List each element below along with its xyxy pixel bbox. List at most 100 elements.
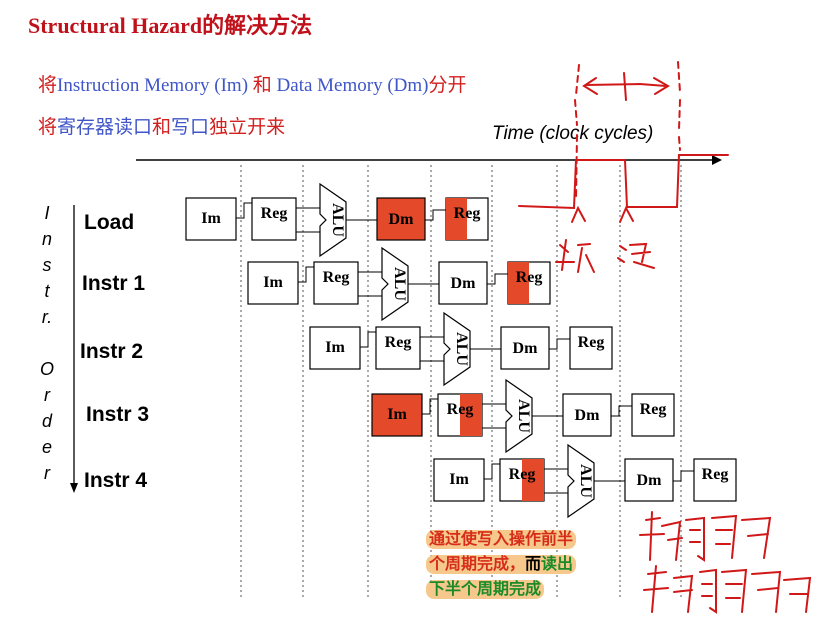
reg-read-label: Reg — [385, 334, 412, 351]
im-stage-box — [371, 393, 423, 437]
point-separate-memory: 将Instruction Memory (Im) 和 Data Memory (… — [38, 70, 467, 97]
stage-connector — [549, 338, 570, 350]
order-letter: I — [44, 203, 50, 223]
dm-stage-box — [624, 458, 674, 502]
reg-write-half-fill — [446, 198, 467, 240]
order-letter: t — [44, 281, 50, 301]
reg-read-label: Reg — [261, 205, 288, 222]
order-letter: r — [44, 463, 50, 483]
alu-stage-label: ALU — [329, 203, 346, 237]
im-stage-label: Im — [325, 339, 345, 356]
dm-stage-label: Dm — [513, 340, 539, 357]
order-axis-arrowhead — [70, 483, 78, 493]
reg-write-label: Reg — [578, 334, 605, 351]
note-line-1: 通过使写入操作前半 — [426, 530, 577, 549]
alu-stage-shape — [505, 378, 533, 454]
order-letter: n — [41, 229, 52, 249]
stage-connector — [358, 271, 382, 297]
rising-edge-arrow — [571, 205, 586, 223]
clock-waveform — [518, 154, 729, 210]
cycle-width-arrow — [585, 82, 667, 87]
arrow-tick — [623, 72, 627, 101]
dm-stage-label: Dm — [637, 472, 663, 489]
time-axis-label: Time (clock cycles) — [492, 123, 654, 144]
im-stage-box — [185, 197, 237, 241]
reg-read-label: Reg — [323, 269, 350, 286]
stage-connector — [236, 202, 252, 219]
reg-write-box — [631, 393, 675, 437]
reg-read-half-fill — [522, 459, 544, 501]
reg-write-label: Reg — [702, 466, 729, 483]
reg-write-label: Reg — [640, 401, 667, 418]
alu-stage-label: ALU — [577, 464, 594, 498]
im-stage-label: Im — [449, 471, 469, 488]
reg-read-box — [375, 326, 421, 370]
alu-stage-shape — [381, 246, 409, 322]
text-segment: 写口 — [171, 117, 210, 138]
stage-connector — [611, 405, 632, 417]
dm-stage-box — [376, 197, 426, 241]
dm-stage-label: Dm — [575, 407, 601, 424]
stage-connector — [420, 336, 444, 362]
point-separate-ports: 将寄存器读口和写口独立开来 — [38, 112, 285, 139]
order-letter: r. — [41, 307, 53, 327]
instr-label-2: Instr 2 — [80, 340, 144, 363]
hand-text-first-half — [639, 511, 772, 562]
reg-write-label: Reg — [454, 205, 481, 222]
order-letter: s — [42, 255, 52, 275]
alu-stage-label: ALU — [391, 267, 408, 301]
stage-connector — [487, 273, 508, 285]
im-stage-box — [247, 261, 299, 305]
stage-connector — [298, 266, 314, 283]
stage-connector — [360, 331, 376, 348]
alu-stage-shape — [567, 443, 595, 519]
reg-write-box — [693, 458, 737, 502]
im-stage-label: Im — [387, 406, 407, 423]
dm-stage-label: Dm — [389, 211, 415, 228]
note-line-3: 下半个周期完成 — [426, 580, 545, 599]
arrow-right-head — [653, 77, 670, 95]
arrow-left-head — [582, 77, 598, 95]
im-stage-label: Im — [263, 274, 283, 291]
im-stage-box — [433, 458, 485, 502]
reg-read-box — [313, 261, 359, 305]
text-segment: 独立开来 — [209, 117, 286, 138]
dm-stage-box — [500, 326, 550, 370]
alu-stage-label: ALU — [515, 399, 532, 433]
hand-char-read — [617, 242, 655, 269]
stage-connector — [422, 398, 438, 415]
instr-label-1: Instr 1 — [82, 272, 146, 295]
reg-read-box — [251, 197, 297, 241]
note-line-2c: 读出 — [541, 556, 574, 573]
hand-text-second-half — [643, 565, 812, 614]
instr-label-4: Instr 4 — [84, 469, 148, 492]
solution-note: 通过使写入操作前半 个周期完成，而读出 下半个周期完成 — [426, 527, 626, 602]
pipeline-row: Im Reg ALU Dm Reg — [309, 311, 613, 387]
text-segment: Data Memory (Dm) — [276, 75, 429, 96]
cycle-boundary-right — [677, 61, 681, 151]
reg-read-half-fill — [460, 394, 482, 436]
handwritten-annotations — [518, 61, 812, 614]
dm-stage-box — [438, 261, 488, 305]
text-segment: Instruction Memory (Im) — [57, 75, 249, 96]
alu-stage-label: ALU — [453, 332, 470, 366]
page-title: Structural Hazard的解决方法 — [28, 13, 313, 38]
instr-label-load: Load — [84, 211, 135, 234]
falling-edge-arrow — [619, 205, 634, 223]
reg-write-half-fill — [508, 262, 529, 304]
stage-connector — [544, 468, 568, 494]
hand-char-write — [555, 239, 595, 273]
note-line-2a: 个周期完成， — [429, 556, 526, 573]
stage-connector — [296, 207, 320, 233]
dm-stage-label: Dm — [451, 275, 477, 292]
alu-stage-shape — [319, 182, 347, 258]
text-segment: 将 — [38, 75, 58, 96]
text-segment: 和 — [152, 117, 172, 138]
text-segment: 将 — [38, 117, 58, 138]
note-line-2b: 而 — [525, 556, 542, 573]
